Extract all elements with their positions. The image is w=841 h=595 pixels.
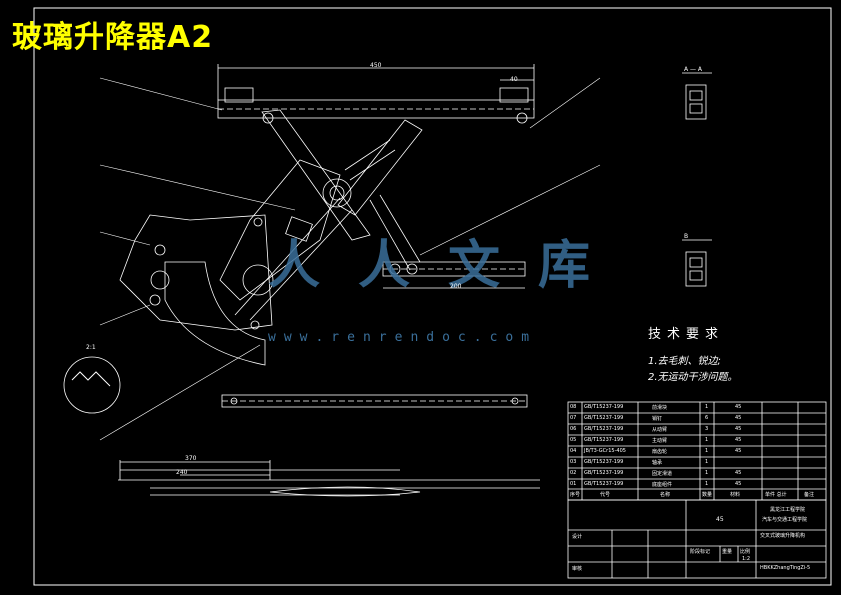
drawing-frame <box>33 7 832 586</box>
part-no: 05 <box>570 437 577 443</box>
part-qty: 1 <box>705 459 709 465</box>
part-code: GB/T15237-199 <box>584 459 624 465</box>
part-code: GB/T15237-199 <box>584 470 624 476</box>
part-no: 02 <box>570 470 577 476</box>
part-code: GB/T15237-199 <box>584 437 624 443</box>
header-remark: 备注 <box>804 492 815 498</box>
watermark-text: 人人文库 <box>268 236 629 296</box>
part-name: 扇齿轮 <box>652 449 668 455</box>
part-code: GB/T15237-199 <box>584 415 624 421</box>
part-name: 从动臂 <box>652 427 668 433</box>
lower-rail <box>382 261 526 289</box>
part-material: 45 <box>735 470 742 476</box>
tb-material: 45 <box>716 516 724 523</box>
bottom-views <box>118 394 540 497</box>
header-weight: 单件 总计 <box>765 492 787 498</box>
part-name: 轴承 <box>652 460 663 466</box>
part-material: 45 <box>735 481 742 487</box>
part-name: 固定滑道 <box>652 471 673 477</box>
part-name: 主动臂 <box>652 438 668 444</box>
part-material: 45 <box>735 448 742 454</box>
part-qty: 6 <box>705 415 709 421</box>
parts-table-grid <box>567 401 827 579</box>
leader-lines <box>99 77 601 441</box>
base-plate <box>119 214 274 366</box>
section-views <box>682 72 712 287</box>
part-qty: 1 <box>705 404 709 410</box>
dim-lower-length: 200 <box>450 283 462 290</box>
part-qty: 1 <box>705 437 709 443</box>
header-code: 代号 <box>600 492 611 498</box>
dim-top-right: 40 <box>510 76 518 83</box>
section-b-label: B <box>684 233 689 240</box>
part-no: 06 <box>570 426 577 432</box>
part-name: 底座组件 <box>652 482 673 488</box>
part-material: 45 <box>735 404 742 410</box>
header-material: 材料 <box>730 492 741 498</box>
tb-ratio: 比例 <box>740 549 751 555</box>
detail-circle <box>63 356 121 414</box>
tb-designer: 设计 <box>572 534 583 540</box>
arms <box>219 109 423 321</box>
part-material: 45 <box>735 415 742 421</box>
part-name: 前滑块 <box>652 405 668 411</box>
tech-item-1: 1.去毛刺、锐边; <box>648 356 721 367</box>
part-no: 03 <box>570 459 577 465</box>
part-qty: 1 <box>705 470 709 476</box>
part-material: 45 <box>735 437 742 443</box>
part-name: 销钉 <box>652 416 663 422</box>
tb-weight: 重量 <box>722 549 733 555</box>
scale-note: 2:1 <box>86 344 96 351</box>
part-qty: 3 <box>705 426 709 432</box>
top-rail <box>217 64 535 124</box>
dim-bottom-inner: 240 <box>176 469 188 476</box>
part-qty: 1 <box>705 481 709 487</box>
drawing-title: 玻璃升降器A2 <box>12 20 214 55</box>
part-qty: 1 <box>705 448 709 454</box>
watermark-url: www.renrendoc.com <box>268 330 538 345</box>
part-code: GB/T15237-199 <box>584 426 624 432</box>
tech-item-2: 2.无运动干涉问题。 <box>648 372 738 383</box>
part-no: 07 <box>570 415 577 421</box>
part-no: 08 <box>570 404 577 410</box>
header-no: 序号 <box>570 492 581 498</box>
tb-stage: 阶段标记 <box>690 549 711 555</box>
tb-drawing-no: HBKKZhangTingZi-5 <box>760 565 811 571</box>
tb-scale: 1:2 <box>742 556 751 562</box>
tb-school: 黑龙江工程学院 <box>770 507 806 513</box>
part-no: 04 <box>570 448 577 454</box>
part-no: 01 <box>570 481 577 487</box>
section-a-label: A — A <box>684 66 703 73</box>
part-code: GB/T15237-199 <box>584 481 624 487</box>
tb-drawing-name: 交叉式玻璃升降机构 <box>760 533 806 539</box>
part-code: GB/T15237-199 <box>584 404 624 410</box>
header-name: 名称 <box>660 492 671 498</box>
dim-bottom-length: 370 <box>185 455 197 462</box>
header-qty: 数量 <box>702 492 713 498</box>
tb-dept: 汽车与交通工程学院 <box>762 517 808 523</box>
tb-check: 审核 <box>572 566 583 572</box>
part-material: 45 <box>735 426 742 432</box>
dim-top-length: 450 <box>370 62 382 69</box>
tech-heading: 技术要求 <box>648 327 725 342</box>
part-code: JB/T3-GCr15-405 <box>584 448 626 454</box>
